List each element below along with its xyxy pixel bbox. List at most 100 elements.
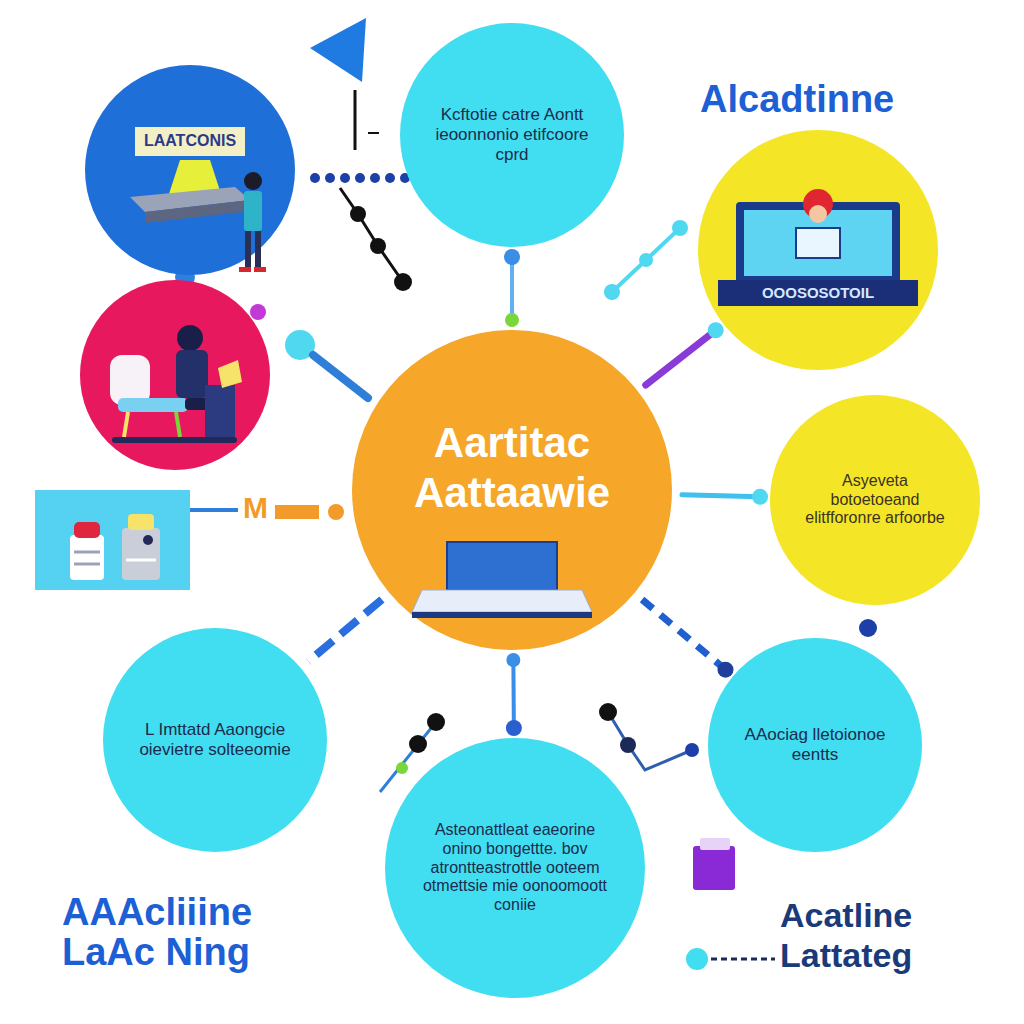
topic-circle: Asteonattleat eaeorine onino bongettte. … — [385, 738, 645, 998]
dot — [604, 284, 620, 300]
node-text: Asteonattleat eaeorine onino bongettte. … — [418, 821, 613, 915]
dot — [639, 253, 653, 267]
sign-text: OOOSOSOTOIL — [718, 280, 918, 306]
connector-group — [506, 653, 522, 736]
dot-chain — [599, 703, 699, 770]
connector-dot — [752, 489, 768, 505]
person-head — [177, 325, 203, 351]
connector-dot — [505, 313, 519, 327]
connector-dot — [328, 504, 344, 520]
connector-dot — [859, 619, 877, 637]
shoe — [254, 267, 266, 272]
chain-line — [340, 188, 403, 282]
diagram-title: Alcadtinne — [700, 80, 894, 120]
dot — [355, 173, 365, 183]
dot — [394, 273, 412, 291]
connector-group — [308, 599, 382, 661]
leader-line — [354, 90, 357, 150]
legend-dot — [686, 948, 708, 970]
connector-line — [642, 599, 725, 669]
connector-dot — [250, 304, 266, 320]
dot — [685, 743, 699, 757]
hub-circle: Aartitac Aattaawie — [352, 330, 672, 650]
connector-dot — [504, 249, 520, 265]
connector-line — [190, 508, 238, 512]
stripe — [74, 551, 100, 554]
connector-group — [504, 249, 520, 327]
chair-leg — [176, 412, 180, 437]
legend-sample — [685, 939, 780, 973]
desk-illustration — [85, 65, 295, 275]
monitor-frame — [736, 202, 900, 284]
box — [122, 528, 160, 580]
chain-line — [612, 228, 680, 292]
dot-chain — [604, 220, 688, 300]
person-illustration — [80, 280, 270, 470]
dotted-line — [310, 173, 410, 183]
node-text: L Imttatd Aaongcie oievietre solteeomie — [138, 720, 293, 760]
circle-fill — [352, 330, 672, 650]
topic-circle: Kcftotie catre Aontt ieoonnonio etifcoor… — [400, 23, 624, 247]
circle-fill — [770, 395, 980, 605]
connector-line — [313, 355, 368, 398]
node-text: AAociag lletoionoe eentts — [738, 725, 893, 765]
bottle-cap — [74, 522, 100, 538]
screen-icon — [796, 228, 840, 258]
desk — [205, 385, 235, 437]
connector-group — [642, 599, 733, 677]
dot-chain — [340, 188, 412, 291]
triangle-icon — [310, 18, 366, 82]
dot — [350, 206, 366, 222]
topic-circle: L Imttatd Aaongcie oievietre solteeomie — [103, 628, 327, 852]
dot — [396, 762, 408, 774]
topic-circle: AAociag lletoionoe eentts — [708, 638, 922, 852]
person-body — [176, 350, 208, 398]
node-text: Aartitac Aattaawie — [377, 418, 647, 517]
person-head — [244, 172, 262, 190]
connector-line — [510, 257, 514, 320]
corner-heading: Acatline — [780, 898, 912, 934]
monitor-illustration — [698, 130, 938, 370]
circle-fill — [698, 130, 938, 370]
stripe — [126, 559, 156, 562]
circle-fill — [400, 23, 624, 247]
dot — [325, 173, 335, 183]
corner-heading: AAAcliiine LaAc Ning — [62, 893, 322, 973]
box-eye — [143, 535, 153, 545]
connector-group — [646, 322, 724, 385]
node-text: Asyeveta botoetoeand elitfforonre arfoor… — [800, 472, 950, 529]
illustrated-circle: OOOSOSOTOIL — [698, 130, 938, 370]
floor — [112, 437, 237, 443]
shoe — [239, 267, 251, 272]
legend-item: Lattateg — [685, 936, 912, 975]
connector-line — [682, 495, 760, 497]
dot — [370, 238, 386, 254]
connector-dot — [717, 662, 733, 678]
connector-line — [646, 330, 716, 385]
paper — [218, 360, 242, 388]
dot — [310, 173, 320, 183]
connector-dot — [506, 720, 522, 736]
person-face — [809, 205, 827, 223]
marker-letter: M — [243, 492, 268, 524]
desk-front — [145, 200, 250, 223]
dot — [599, 703, 617, 721]
person-body — [244, 191, 262, 231]
connector-line — [511, 660, 516, 728]
dot — [672, 220, 688, 236]
dot — [427, 713, 445, 731]
chain-line — [608, 712, 692, 770]
laptop-edge — [412, 612, 592, 618]
circle-fill — [85, 65, 295, 275]
circle-fill — [385, 738, 645, 998]
chair-leg — [124, 412, 128, 437]
panel-illustration — [35, 490, 190, 590]
dot — [340, 173, 350, 183]
node-text: Kcftotie catre Aontt ieoonnonio etifcoor… — [432, 105, 592, 165]
chair-back — [110, 355, 150, 405]
circle-fill — [103, 628, 327, 852]
tick-mark — [368, 132, 379, 134]
folder-tab — [700, 838, 730, 850]
